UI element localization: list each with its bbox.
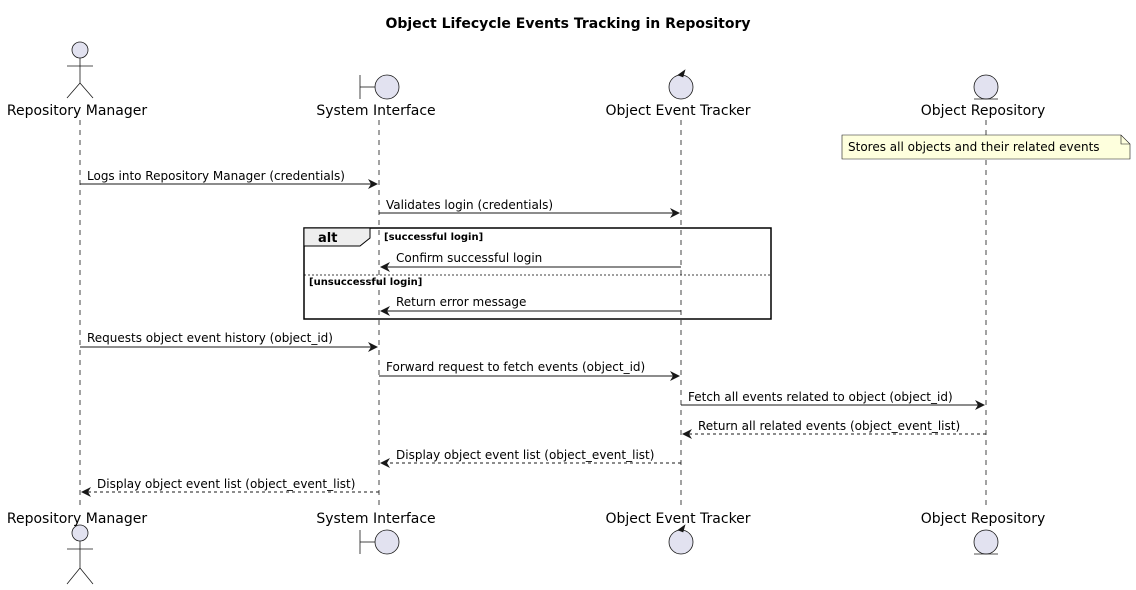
participant-label-repository-manager-bottom: Repository Manager [7,511,148,527]
control-icon [668,524,694,555]
entity-icon [973,74,999,100]
note: Stores all objects and their related eve… [841,134,1131,160]
message-label: Return all related events (object_event_… [698,419,960,433]
participant-label-system-interface: System Interface [316,103,435,119]
participants-top: Repository Manager System Interface Obje… [7,41,1046,119]
participant-label-object-repository-bottom: Object Repository [921,511,1046,527]
control-icon [668,69,694,100]
message-label: Display object event list (object_event_… [396,448,654,462]
message-label: Validates login (credentials) [386,198,553,212]
message-label: Display object event list (object_event_… [97,477,355,491]
messages: Logs into Repository Manager (credential… [80,169,986,497]
entity-icon [973,529,999,555]
message-label: Forward request to fetch events (object_… [386,360,645,374]
participant-label-system-interface-bottom: System Interface [316,511,435,527]
message-label: Logs into Repository Manager (credential… [87,169,345,183]
boundary-icon [359,529,400,555]
note-text: Stores all objects and their related eve… [848,140,1100,154]
participant-label-object-event-tracker-bottom: Object Event Tracker [605,511,750,527]
participant-label-repository-manager: Repository Manager [7,103,148,119]
actor-icon [66,41,94,99]
alt-guard-successful: [successful login] [384,232,483,243]
lifelines [79,120,987,510]
message-label: Confirm successful login [396,251,542,265]
participant-label-object-event-tracker: Object Event Tracker [605,103,750,119]
diagram-title: Object Lifecycle Events Tracking in Repo… [386,16,751,32]
message-label: Return error message [396,295,526,309]
boundary-icon [359,74,400,100]
alt-frame: alt [successful login] [unsuccessful log… [303,227,772,320]
alt-keyword: alt [318,231,337,246]
participant-label-object-repository: Object Repository [921,103,1046,119]
message-label: Fetch all events related to object (obje… [688,390,953,404]
actor-icon [66,524,94,585]
participants-bottom: Repository Manager System Interface Obje… [7,511,1046,585]
message-label: Requests object event history (object_id… [87,331,333,345]
alt-guard-unsuccessful: [unsuccessful login] [309,277,422,288]
